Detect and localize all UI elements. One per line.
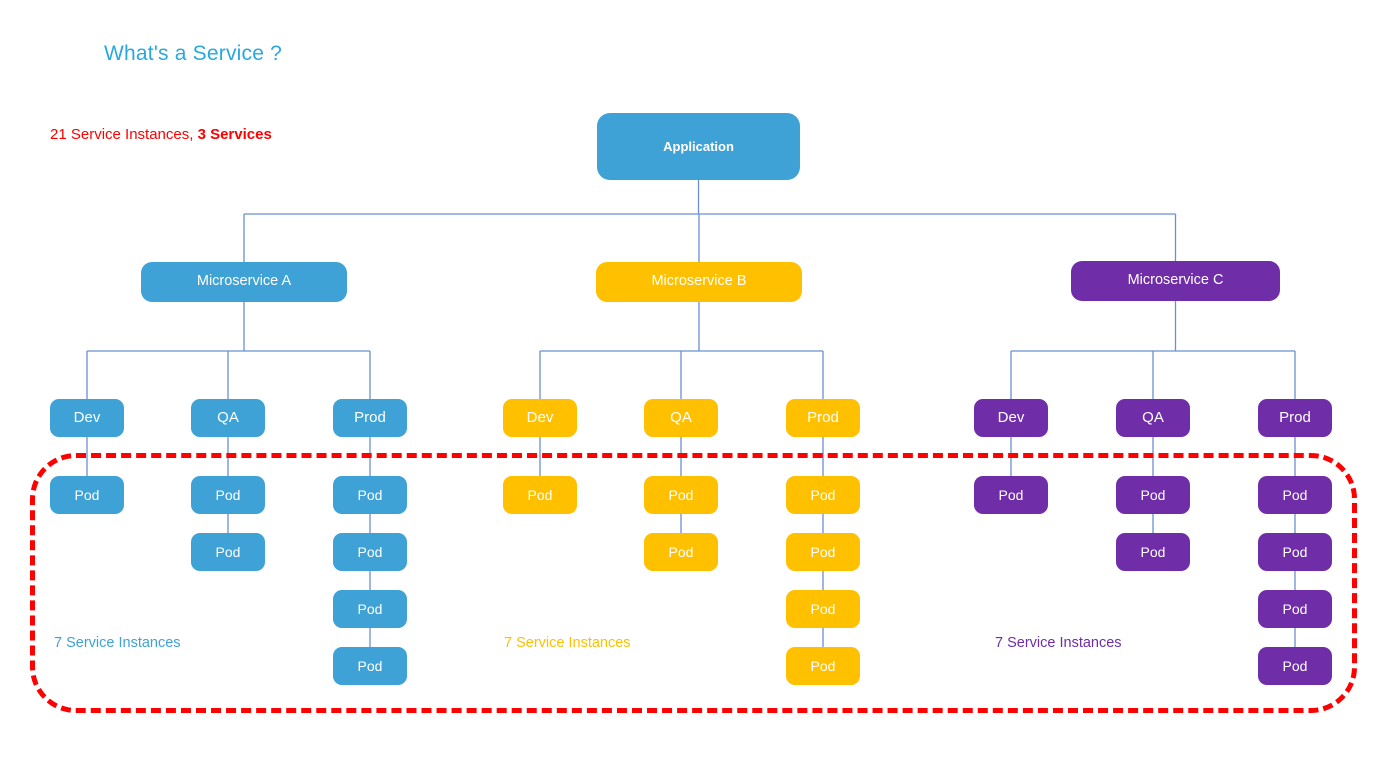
pod-node-1-0-0-label: Pod — [527, 486, 553, 503]
environment-node-1-1[interactable]: QA — [644, 399, 718, 437]
legend-total-instances: 21 Service Instances, 3 Services — [50, 126, 272, 143]
pod-node-0-2-0-label: Pod — [357, 486, 383, 503]
instances-note-2: 7 Service Instances — [995, 635, 1122, 651]
environment-node-1-2-label: Prod — [807, 409, 839, 427]
microservice-node-2[interactable]: Microservice C — [1071, 261, 1280, 301]
environment-node-0-1[interactable]: QA — [191, 399, 265, 437]
microservice-node-0[interactable]: Microservice A — [141, 262, 347, 302]
environment-node-0-2-label: Prod — [354, 409, 386, 427]
pod-node-2-1-0-label: Pod — [1140, 486, 1166, 503]
environment-node-2-2[interactable]: Prod — [1258, 399, 1332, 437]
instances-note-1: 7 Service Instances — [504, 635, 631, 651]
pod-node-2-2-2-label: Pod — [1282, 600, 1308, 617]
legend-prefix: 21 Service Instances, — [50, 126, 198, 143]
pod-node-1-0-0[interactable]: Pod — [503, 476, 577, 514]
pod-node-2-2-3[interactable]: Pod — [1258, 647, 1332, 685]
microservice-node-1-label: Microservice B — [651, 273, 747, 290]
pod-node-0-2-3-label: Pod — [357, 657, 383, 674]
pod-node-2-1-1[interactable]: Pod — [1116, 533, 1190, 571]
legend-emphasis: 3 Services — [197, 126, 272, 143]
environment-node-0-0[interactable]: Dev — [50, 399, 124, 437]
pod-node-2-2-1[interactable]: Pod — [1258, 533, 1332, 571]
environment-node-0-0-label: Dev — [73, 409, 101, 427]
pod-node-1-2-1-label: Pod — [810, 543, 836, 560]
pod-node-0-1-0-label: Pod — [215, 486, 241, 503]
pod-node-1-2-1[interactable]: Pod — [786, 533, 860, 571]
pod-node-2-2-0[interactable]: Pod — [1258, 476, 1332, 514]
pod-node-1-2-3[interactable]: Pod — [786, 647, 860, 685]
pod-node-1-1-0-label: Pod — [668, 486, 694, 503]
pod-node-0-1-0[interactable]: Pod — [191, 476, 265, 514]
environment-node-0-2[interactable]: Prod — [333, 399, 407, 437]
pod-node-1-2-0[interactable]: Pod — [786, 476, 860, 514]
pod-node-0-0-0-label: Pod — [74, 486, 100, 503]
pod-node-0-1-1-label: Pod — [215, 543, 241, 560]
pod-node-1-1-1[interactable]: Pod — [644, 533, 718, 571]
pod-node-2-0-0-label: Pod — [998, 486, 1024, 503]
application-node[interactable]: Application — [597, 113, 800, 180]
pod-node-0-1-1[interactable]: Pod — [191, 533, 265, 571]
pod-node-1-1-0[interactable]: Pod — [644, 476, 718, 514]
pod-node-1-2-0-label: Pod — [810, 486, 836, 503]
environment-node-1-0[interactable]: Dev — [503, 399, 577, 437]
application-node-label: Application — [663, 138, 734, 154]
environment-node-1-2[interactable]: Prod — [786, 399, 860, 437]
pod-node-2-2-3-label: Pod — [1282, 657, 1308, 674]
pod-node-1-2-3-label: Pod — [810, 657, 836, 674]
pod-node-2-2-2[interactable]: Pod — [1258, 590, 1332, 628]
environment-node-1-1-label: QA — [670, 409, 692, 427]
microservice-node-2-label: Microservice C — [1127, 272, 1224, 289]
environment-node-2-1[interactable]: QA — [1116, 399, 1190, 437]
pod-node-0-0-0[interactable]: Pod — [50, 476, 124, 514]
pod-node-0-2-2-label: Pod — [357, 600, 383, 617]
pod-node-2-0-0[interactable]: Pod — [974, 476, 1048, 514]
pod-node-0-2-2[interactable]: Pod — [333, 590, 407, 628]
instances-note-0: 7 Service Instances — [54, 635, 181, 651]
microservice-node-0-label: Microservice A — [196, 273, 292, 290]
pod-node-1-2-2-label: Pod — [810, 600, 836, 617]
environment-node-2-1-label: QA — [1142, 409, 1164, 427]
microservice-node-1[interactable]: Microservice B — [596, 262, 802, 302]
pod-node-2-2-0-label: Pod — [1282, 486, 1308, 503]
environment-node-0-1-label: QA — [217, 409, 239, 427]
pod-node-0-2-3[interactable]: Pod — [333, 647, 407, 685]
environment-node-2-0[interactable]: Dev — [974, 399, 1048, 437]
pod-node-0-2-0[interactable]: Pod — [333, 476, 407, 514]
pod-node-0-2-1[interactable]: Pod — [333, 533, 407, 571]
page-title: What's a Service ? — [104, 42, 283, 65]
pod-node-0-2-1-label: Pod — [357, 543, 383, 560]
environment-node-2-0-label: Dev — [997, 409, 1025, 427]
pod-node-1-1-1-label: Pod — [668, 543, 694, 560]
environment-node-2-2-label: Prod — [1279, 409, 1311, 427]
pod-node-2-1-0[interactable]: Pod — [1116, 476, 1190, 514]
pod-node-2-2-1-label: Pod — [1282, 543, 1308, 560]
environment-node-1-0-label: Dev — [526, 409, 554, 427]
pod-node-1-2-2[interactable]: Pod — [786, 590, 860, 628]
pod-node-2-1-1-label: Pod — [1140, 543, 1166, 560]
